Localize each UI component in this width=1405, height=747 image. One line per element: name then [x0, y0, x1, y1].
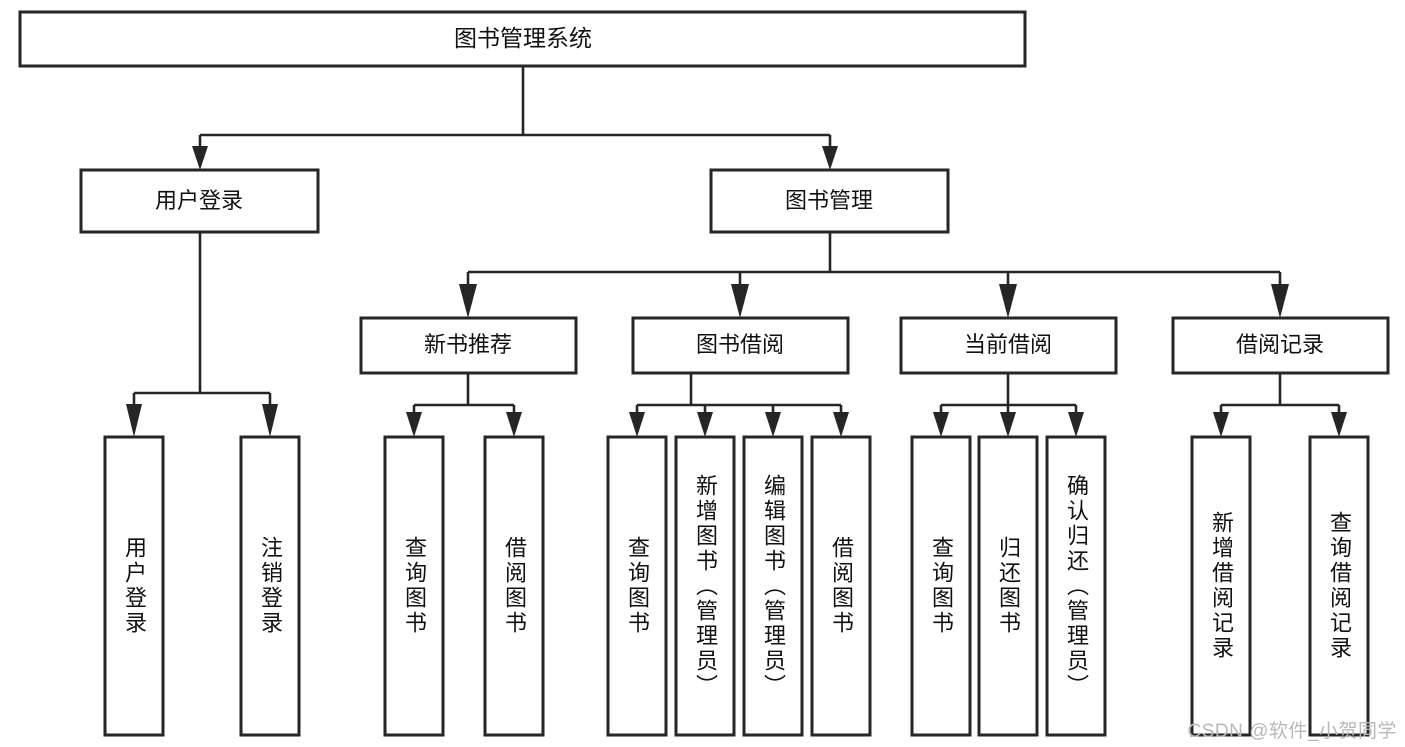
node-book-borrow[interactable] — [631, 316, 850, 375]
node-leaf-confirm-return-admin[interactable] — [1045, 435, 1107, 737]
arrow-bm-to-record — [1271, 284, 1289, 318]
arrow-current-leaf-3 — [1068, 412, 1084, 437]
node-user-login-label: 用户登录 — [155, 188, 243, 213]
node-layer: 图书管理系统 用户登录 图书管理 新书推荐 图书借阅 当前借阅 借阅记录 — [18, 10, 1390, 737]
node-leaf-user-login[interactable] — [103, 435, 165, 737]
node-book-management-label: 图书管理 — [785, 188, 873, 213]
arrow-record-leaf-1 — [1213, 412, 1229, 437]
node-current-borrow-label: 当前借阅 — [964, 332, 1052, 357]
node-root-label: 图书管理系统 — [454, 25, 592, 51]
node-leaf-add-book-admin[interactable] — [674, 435, 736, 737]
arrow-login-leaf-2 — [262, 404, 278, 437]
arrow-newbook-leaf-2 — [506, 412, 522, 437]
node-leaf-query-book-current[interactable] — [910, 435, 972, 737]
node-leaf-query-borrow-record[interactable] — [1308, 435, 1370, 737]
node-current-borrow[interactable] — [899, 316, 1118, 375]
node-book-borrow-label: 图书借阅 — [696, 332, 784, 357]
arrow-root-to-login — [192, 146, 208, 170]
node-borrow-record[interactable] — [1171, 316, 1390, 375]
arrow-borrow-leaf-4 — [833, 412, 849, 437]
watermark: CSDN @软件_小贺同学 — [1187, 721, 1397, 742]
node-leaf-edit-book-admin[interactable] — [742, 435, 804, 737]
node-leaf-query-book-borrow[interactable] — [606, 435, 668, 737]
node-new-book-recommend[interactable] — [359, 316, 578, 375]
arrow-bm-to-borrow — [731, 284, 749, 318]
node-leaf-borrow-book-newbook[interactable] — [483, 435, 545, 737]
node-book-management[interactable] — [709, 168, 950, 234]
arrow-bm-to-newbook — [459, 284, 477, 318]
node-user-login[interactable] — [79, 168, 320, 234]
node-leaf-add-borrow-record[interactable] — [1190, 435, 1252, 737]
node-leaf-query-book-newbook[interactable] — [383, 435, 445, 737]
node-borrow-record-label: 借阅记录 — [1236, 332, 1324, 357]
arrow-root-to-bookmgmt — [822, 146, 838, 170]
arrow-borrow-leaf-1 — [629, 412, 645, 437]
arrow-borrow-leaf-3 — [765, 412, 781, 437]
node-new-book-recommend-label: 新书推荐 — [424, 332, 512, 357]
node-root[interactable] — [18, 10, 1027, 68]
arrow-record-leaf-2 — [1331, 412, 1347, 437]
arrow-current-leaf-2 — [1000, 412, 1016, 437]
node-leaf-logout[interactable] — [239, 435, 301, 737]
arrow-bm-to-current — [999, 284, 1017, 318]
arrow-newbook-leaf-1 — [406, 412, 422, 437]
arrow-borrow-leaf-2 — [697, 412, 713, 437]
arrow-login-leaf-1 — [126, 404, 142, 437]
arrow-current-leaf-1 — [933, 412, 949, 437]
node-leaf-borrow-book-borrow[interactable] — [810, 435, 872, 737]
connector-layer — [126, 66, 1347, 437]
node-leaf-return-book[interactable] — [977, 435, 1039, 737]
